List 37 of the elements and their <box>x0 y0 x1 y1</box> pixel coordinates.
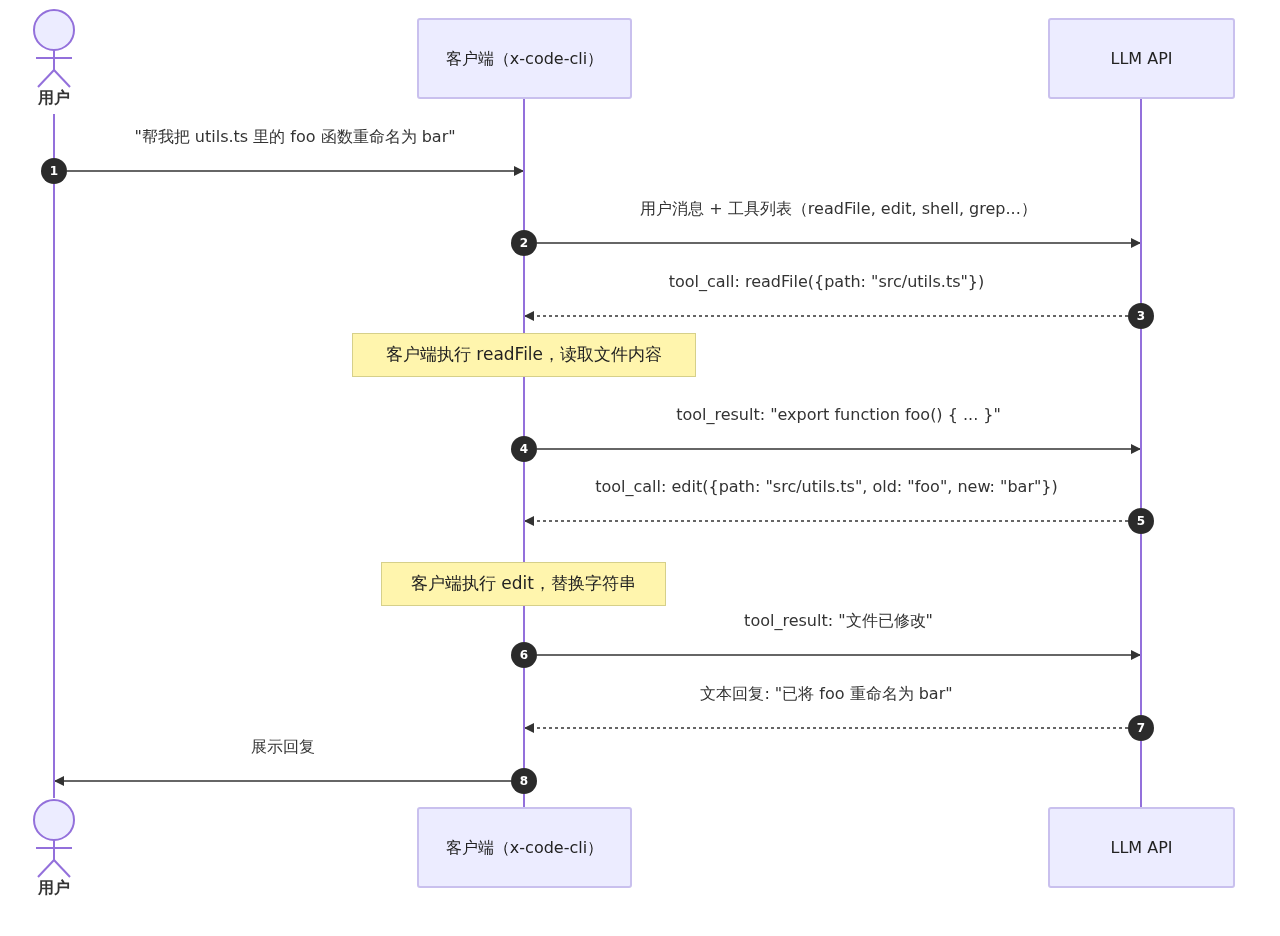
step-number: 5 <box>1128 508 1154 534</box>
step-number: 2 <box>511 230 537 256</box>
dashed-return-arrow <box>524 311 1129 321</box>
participant-box: LLM API <box>1048 807 1235 888</box>
lifeline <box>523 668 525 768</box>
lifeline <box>523 794 525 807</box>
actor-label: 用户 <box>38 878 70 898</box>
actor-label: 用户 <box>38 88 70 108</box>
lifeline <box>1140 99 1142 303</box>
lifeline <box>1140 329 1142 508</box>
lifeline <box>53 114 55 158</box>
lifeline <box>523 99 525 230</box>
message-arrow <box>54 776 512 786</box>
step-number: 1 <box>41 158 67 184</box>
participant-box: 客户端（x-code-cli） <box>417 807 632 888</box>
message-arrow <box>66 166 524 176</box>
lifeline <box>523 462 525 562</box>
note-box: 客户端执行 edit，替换字符串 <box>381 562 666 606</box>
step-number: 3 <box>1128 303 1154 329</box>
dashed-return-arrow <box>524 723 1129 733</box>
participant-box: 客户端（x-code-cli） <box>417 18 632 99</box>
step-number: 4 <box>511 436 537 462</box>
step-number: 7 <box>1128 715 1154 741</box>
note-box: 客户端执行 readFile，读取文件内容 <box>352 333 696 377</box>
step-number: 8 <box>511 768 537 794</box>
dashed-return-arrow <box>524 516 1129 526</box>
step-number: 6 <box>511 642 537 668</box>
lifeline <box>53 184 55 798</box>
message-arrow <box>536 444 1141 454</box>
participant-box: LLM API <box>1048 18 1235 99</box>
lifeline <box>523 256 525 333</box>
lifeline <box>523 606 525 642</box>
message-arrow <box>536 650 1141 660</box>
lifeline <box>1140 534 1142 715</box>
message-arrow <box>536 238 1141 248</box>
lifeline <box>1140 741 1142 807</box>
lifeline <box>523 377 525 436</box>
